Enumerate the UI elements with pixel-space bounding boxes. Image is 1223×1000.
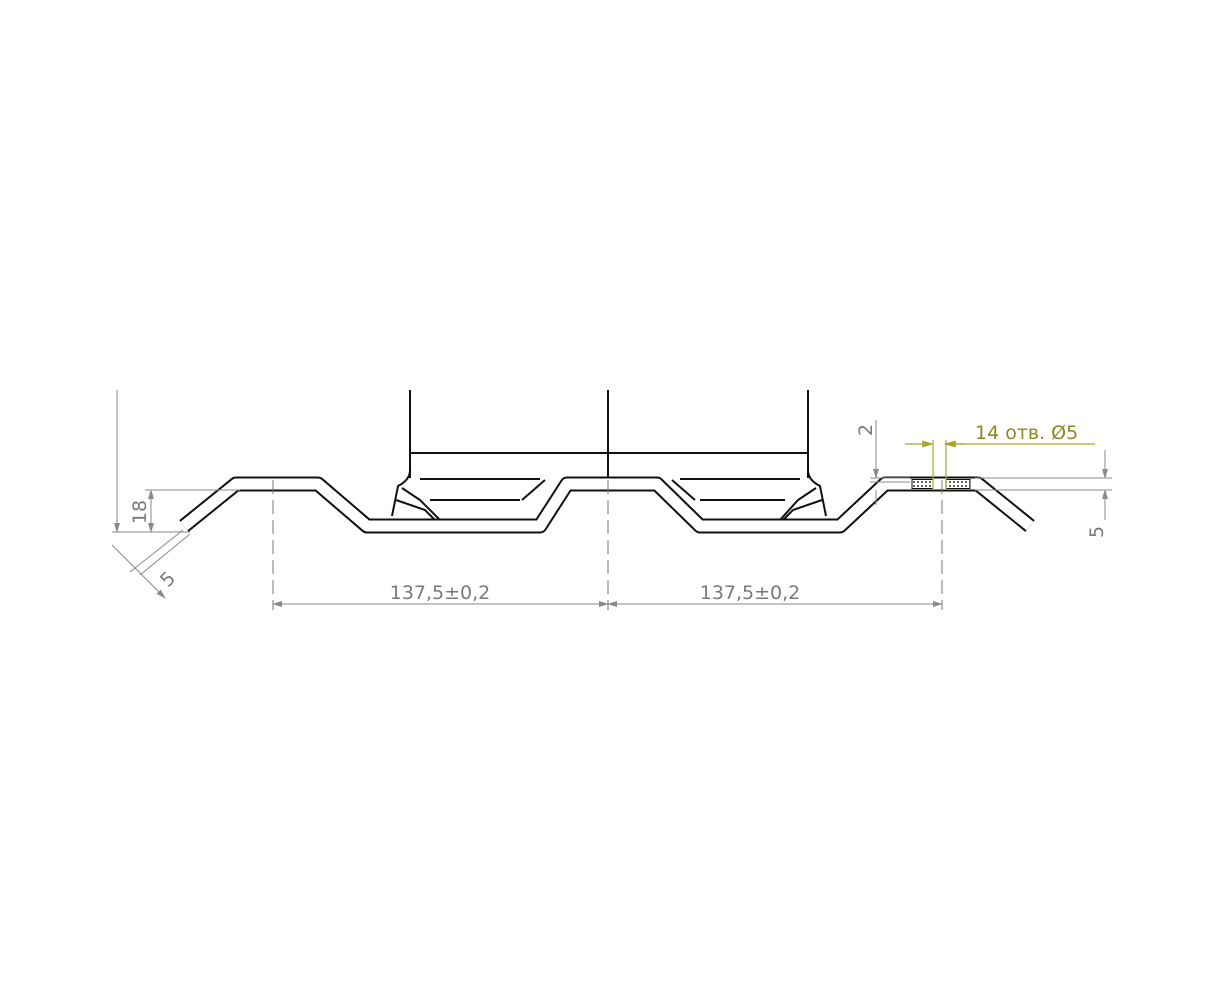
hole-hatch-right: [945, 479, 971, 489]
holes-note: 14 отв. Ø5: [975, 422, 1078, 444]
dim-thickness-left: 5: [156, 567, 180, 591]
dimension-lines: [111, 390, 1112, 607]
dim-pitch-2: 137,5±0,2: [700, 582, 801, 604]
dim-height-right: 5: [1086, 526, 1108, 538]
center-lines: [272, 480, 943, 610]
dim-offset-top: 2: [855, 424, 877, 436]
hole-hatch-left: [911, 479, 934, 489]
dim-height-left: 18: [129, 500, 151, 524]
corrugated-strip: [179, 476, 1035, 534]
dim-pitch-1: 137,5±0,2: [390, 582, 491, 604]
upper-body: [391, 390, 827, 521]
